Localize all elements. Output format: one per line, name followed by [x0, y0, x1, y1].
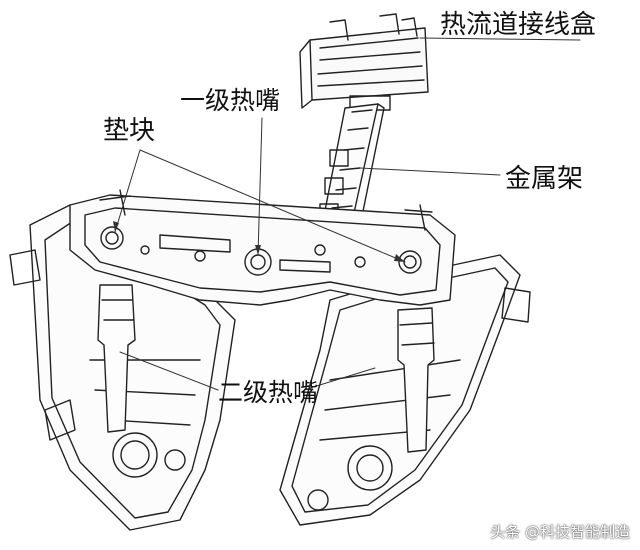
label-secondary-nozzle: 二级热嘴 [218, 378, 319, 407]
label-metal-frame: 金属架 [505, 164, 584, 194]
metal-frame-drawing [319, 103, 385, 227]
leader-arrowheads [113, 221, 405, 262]
source-watermark: 头条 @科技智能制造 [490, 523, 630, 541]
manifold-plate-drawing [69, 189, 456, 306]
right-wing-drawing [279, 254, 531, 526]
label-primary-nozzle: 一级热嘴 [180, 86, 281, 115]
label-junction-box: 热流道接线盒 [440, 10, 597, 40]
leader-lines [114, 37, 581, 391]
junction-box-drawing [299, 13, 429, 111]
secondary-nozzle-columns [97, 284, 435, 453]
label-pad: 垫块 [103, 116, 156, 146]
